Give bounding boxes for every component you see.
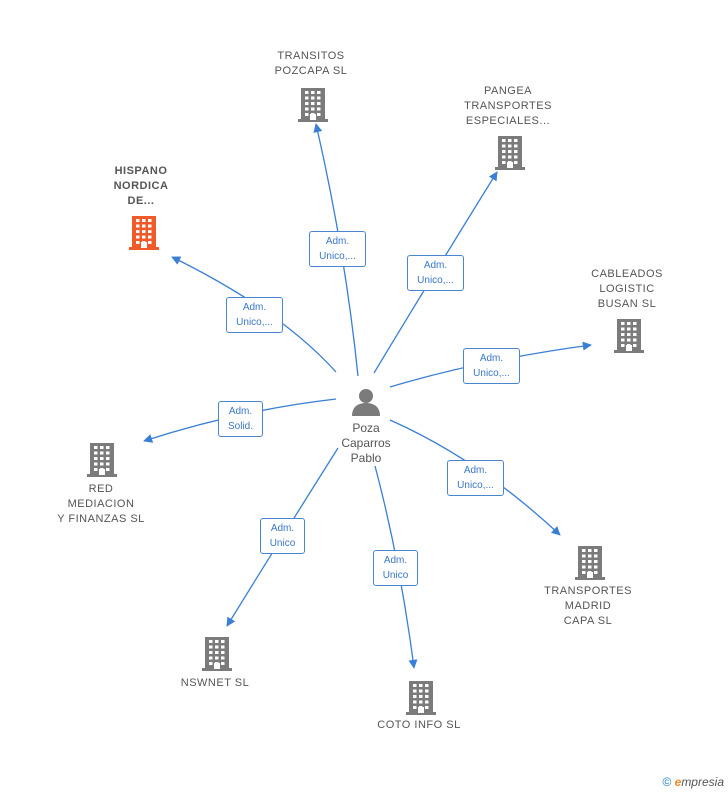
building-icon[interactable] xyxy=(86,441,118,482)
company-label-hispano[interactable]: HISPANO NORDICA DE... xyxy=(113,165,169,207)
copyright-symbol: © xyxy=(662,775,672,789)
building-icon[interactable] xyxy=(574,544,606,585)
person-icon[interactable] xyxy=(350,386,382,418)
footer-brand: © empresia xyxy=(662,775,724,789)
company-label-pangea[interactable]: PANGEA TRANSPORTES ESPECIALES... xyxy=(464,85,552,127)
company-label-transportes[interactable]: TRANSPORTES MADRID CAPA SL xyxy=(544,585,632,627)
company-label-cableados[interactable]: CABLEADOS LOGISTIC BUSAN SL xyxy=(591,268,663,310)
company-label-nswnet[interactable]: NSWNET SL xyxy=(180,677,250,689)
building-icon[interactable] xyxy=(494,134,526,175)
relation-label-nswnet[interactable]: Adm. Unico xyxy=(260,518,305,554)
building-icon[interactable] xyxy=(405,679,437,720)
company-label-coto[interactable]: COTO INFO SL xyxy=(377,719,461,731)
building-icon[interactable] xyxy=(613,317,645,358)
building-icon[interactable] xyxy=(128,214,160,255)
relation-label-transitos[interactable]: Adm. Unico,... xyxy=(309,231,366,267)
relation-label-red[interactable]: Adm. Solid. xyxy=(218,401,263,437)
building-icon[interactable] xyxy=(297,86,329,127)
relation-label-transportes[interactable]: Adm. Unico,... xyxy=(447,460,504,496)
relation-label-pangea[interactable]: Adm. Unico,... xyxy=(407,255,464,291)
relation-label-coto[interactable]: Adm. Unico xyxy=(373,550,418,586)
relation-label-cableados[interactable]: Adm. Unico,... xyxy=(463,348,520,384)
building-icon[interactable] xyxy=(201,635,233,676)
brand-name: empresia xyxy=(674,775,724,789)
company-label-red[interactable]: RED MEDIACION Y FINANZAS SL xyxy=(57,483,145,525)
relation-label-hispano[interactable]: Adm. Unico,... xyxy=(226,297,283,333)
center-person-name[interactable]: Poza Caparros Pablo xyxy=(341,421,391,465)
company-label-transitos[interactable]: TRANSITOS POZCAPA SL xyxy=(274,50,348,77)
